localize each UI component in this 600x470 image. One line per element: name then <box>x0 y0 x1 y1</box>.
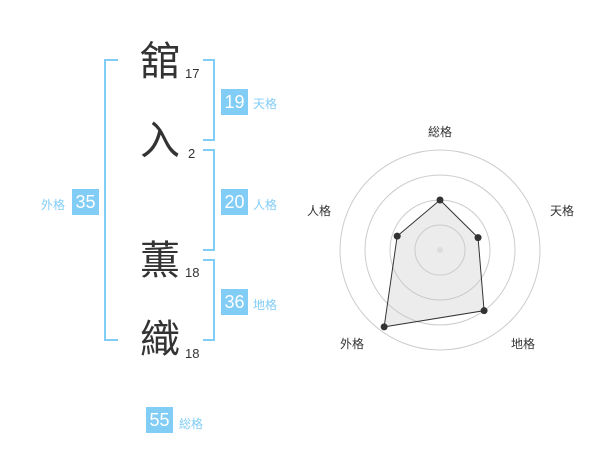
radar-center <box>437 247 443 253</box>
radar-label-chikaku: 地格 <box>511 337 536 351</box>
radar-points <box>380 196 488 331</box>
stroke-count-4: 18 <box>185 346 200 361</box>
radar-grid-ring <box>414 224 466 276</box>
radar-label-soukaku: 総格 <box>428 125 453 139</box>
radar-grid-ring <box>364 174 516 326</box>
radar-point-4 <box>393 232 401 240</box>
soukaku-value: 55 <box>146 407 173 433</box>
tenkaku-value: 19 <box>221 89 248 115</box>
radar-label-gaikaku: 外格 <box>340 337 365 351</box>
radar-grid-ring <box>339 149 541 351</box>
name-char-4: 織 <box>140 317 180 363</box>
stroke-count-1: 17 <box>185 66 200 81</box>
chikaku-label: 地格 <box>253 298 278 312</box>
tenkaku-bracket <box>203 59 215 141</box>
radar-point-2 <box>480 307 488 315</box>
radar-label-tenkaku: 天格 <box>550 204 575 218</box>
name-char-1: 舘 <box>140 39 180 85</box>
radar-point-1 <box>474 234 482 242</box>
soukaku-label: 総格 <box>179 417 204 431</box>
tenkaku-label: 天格 <box>253 97 278 111</box>
chikaku-value: 36 <box>221 289 248 315</box>
name-char-3: 薫 <box>140 238 180 284</box>
stroke-count-2: 2 <box>188 146 196 161</box>
radar-point-3 <box>380 323 388 331</box>
jinkaku-label: 人格 <box>253 198 278 212</box>
radar-label-jinkaku: 人格 <box>307 204 332 218</box>
stroke-count-3: 18 <box>185 265 200 280</box>
gaikaku-value: 35 <box>72 189 99 215</box>
gaikaku-label: 外格 <box>41 198 66 212</box>
gaikaku-bracket <box>104 59 118 341</box>
jinkaku-value: 20 <box>221 189 248 215</box>
jinkaku-bracket <box>203 149 215 251</box>
radar-point-0 <box>436 196 444 204</box>
chikaku-bracket <box>203 259 215 341</box>
radar-grid <box>339 149 541 351</box>
name-char-2: 入 <box>140 118 180 164</box>
radar-polygon <box>383 199 485 328</box>
